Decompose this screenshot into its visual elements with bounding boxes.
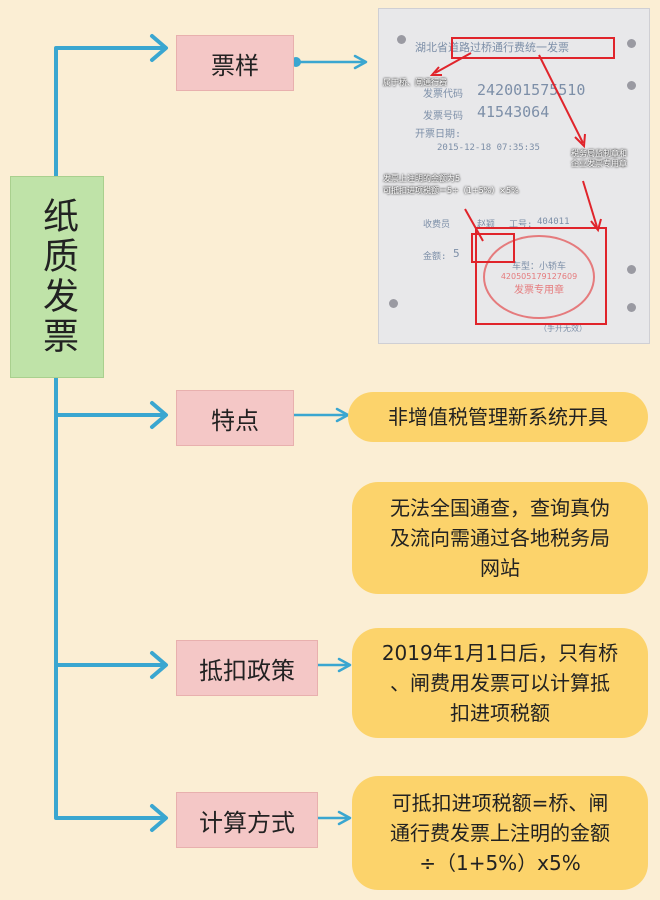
invoice-number-label: 发票号码: [423, 111, 463, 122]
handwritten-invalid: （手开无效）: [539, 324, 587, 333]
annotation-calc-2: 可抵扣进项税额＝5÷（1+5%）×5%: [383, 186, 519, 195]
perforation-hole: [627, 81, 636, 90]
invoice-title: 湖北省道路过桥通行费统一发票: [415, 41, 569, 54]
title-highlight-box: [451, 37, 615, 59]
leaf-policy-text: 2019年1月1日后，只有桥 、闸费用发票可以计算抵 扣进项税额: [381, 641, 619, 725]
perforation-hole: [389, 299, 398, 308]
leaf-formula: 可抵扣进项税额=桥、闸 通行费发票上注明的金额 ÷（1+5%）x5%: [352, 776, 648, 890]
root-label: 纸质发票: [37, 197, 78, 357]
root-node: 纸质发票: [10, 176, 104, 378]
leaf-feature-1-text: 非增值税管理新系统开具: [388, 405, 608, 429]
arrowhead-policy: [150, 651, 168, 679]
leaf-feature-2: 无法全国通查，查询真伪 及流向需通过各地税务局 网站: [352, 482, 648, 594]
branch-policy-label: 抵扣政策: [199, 656, 295, 685]
arrowhead-formula-leaf: [337, 810, 352, 826]
arrowhead-features: [150, 401, 168, 429]
toll-person: 赵颖: [477, 220, 496, 230]
annotation-arrows: [429, 52, 602, 242]
stamp-highlight-box: [475, 227, 607, 325]
perforation-hole: [627, 39, 636, 48]
branch-formula-label: 计算方式: [199, 808, 295, 837]
sample-invoice-photo: 湖北省道路过桥通行费统一发票 发票代码 242001575510 发票号码 41…: [378, 8, 650, 344]
amount-label: 金额:: [423, 252, 447, 262]
amount-value: 5: [453, 247, 460, 260]
branch-formula: 计算方式: [176, 792, 318, 848]
invoice-code-label: 发票代码: [423, 89, 463, 100]
job-no: 404011: [537, 217, 570, 227]
issue-date-label: 开票日期:: [415, 129, 462, 140]
invoice-stamp: 车型：小轿车 420505179127609 发票专用章: [483, 235, 595, 319]
annotation-bridge: 属于桥、闸通行费: [383, 78, 447, 87]
issue-datetime: 2015-12-18 07:35:35: [437, 143, 540, 153]
arrowhead-sample: [150, 34, 168, 62]
stamp-text: 发票专用章: [514, 284, 564, 296]
perforation-hole: [397, 35, 406, 44]
leaf-feature-2-text: 无法全国通查，查询真伪 及流向需通过各地税务局 网站: [390, 496, 610, 580]
leaf-policy: 2019年1月1日后，只有桥 、闸费用发票可以计算抵 扣进项税额: [352, 628, 648, 738]
branch-features-label: 特点: [211, 406, 259, 435]
perforation-hole: [627, 265, 636, 274]
branch-sample-label: 票样: [211, 51, 259, 80]
trunk-line: [54, 46, 164, 178]
job-no-label: 工号:: [509, 220, 533, 230]
arrowhead-policy-leaf: [337, 657, 352, 673]
branch-features: 特点: [176, 390, 294, 446]
annotation-calc-1: 发票上注明的金额为5: [383, 174, 461, 183]
leaf-formula-text: 可抵扣进项税额=桥、闸 通行费发票上注明的金额 ÷（1+5%）x5%: [390, 791, 610, 875]
perforation-hole: [627, 303, 636, 312]
annotation-stamp: 税务局监制章和 企业发票专用章: [571, 149, 627, 169]
branch-policy: 抵扣政策: [176, 640, 318, 696]
vehicle-type: 车型：小轿车: [511, 261, 566, 272]
invoice-number: 41543064: [477, 103, 550, 121]
toll-person-label: 收费员: [423, 220, 451, 230]
arrowhead-formula: [150, 804, 168, 832]
branch-sample: 票样: [176, 35, 294, 91]
amount-highlight-box: [471, 233, 515, 263]
arrowhead-photo: [353, 54, 368, 70]
leaf-feature-1: 非增值税管理新系统开具: [348, 392, 648, 442]
stamp-number: 420505179127609: [500, 271, 578, 281]
trunk-line-lower: [54, 374, 164, 820]
